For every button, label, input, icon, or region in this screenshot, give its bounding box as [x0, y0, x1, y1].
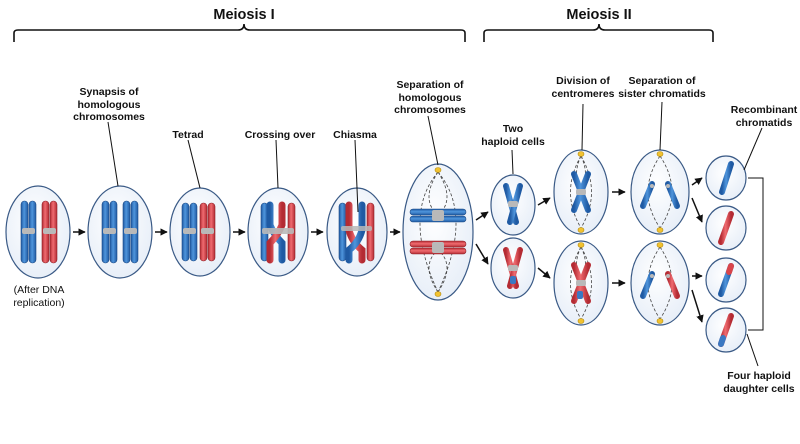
two-haploid-cells-label: Two haploid cells [481, 123, 545, 148]
separation-bottom-chromatids [640, 271, 680, 299]
daughter-chromatid-1 [719, 161, 734, 195]
synapsis-chromosomes [101, 200, 139, 264]
division-top-chromosome [571, 171, 591, 213]
synapsis-label: Synapsis of homologous chromosomes [73, 86, 145, 123]
haploid-bottom-chromosome [503, 247, 523, 289]
cell-chiasma [326, 187, 388, 277]
daughter-chromatid-4 [718, 313, 734, 347]
meiosis-1-title: Meiosis I [213, 7, 275, 23]
tetrad-chromosomes [181, 202, 216, 262]
spindle-fibers [419, 155, 673, 320]
recombinant-chromatids-label: Recombinant chromatids [730, 104, 798, 129]
meiosis-2-brace [483, 23, 714, 42]
cell-separation-top [630, 149, 690, 235]
chromosome-red [41, 200, 58, 264]
meiosis-1-brace [13, 23, 466, 42]
cell-separation-homologous [402, 163, 474, 301]
cell-initial [5, 185, 71, 279]
separation-top-chromatids [640, 181, 680, 209]
haploid-top-chromosome [503, 183, 523, 225]
crossing-over-chromosomes [260, 201, 296, 264]
daughter-chromatid-3 [718, 263, 734, 297]
cell-separation-bottom [630, 240, 690, 326]
division-bottom-chromosome [571, 262, 591, 304]
four-haploid-cells-label: Four haploid daughter cells [723, 370, 795, 395]
label-leader-lines [107, 101, 764, 367]
daughter-chromatid-2 [718, 211, 734, 245]
division-centromeres-label: Division of centromeres [551, 75, 615, 100]
chromosome-blue [20, 200, 37, 264]
separation-homologous-label: Separation of homologous chromosomes [394, 79, 466, 116]
meiosis-2-title: Meiosis II [566, 7, 632, 23]
chromosomes-layer [20, 161, 734, 347]
separation-sister-label: Separation of sister chromatids [618, 75, 706, 100]
after-dna-replication-label: (After DNA replication) [13, 284, 65, 309]
crossing-over-label: Crossing over [244, 129, 316, 141]
tetrad-label: Tetrad [172, 129, 204, 141]
cell-synapsis [87, 185, 153, 279]
separation-homologous-chromosomes [409, 208, 467, 255]
chiasma-chromosomes [338, 201, 375, 264]
spindle-poles [434, 151, 664, 324]
process-arrows [73, 177, 704, 323]
chiasma-label: Chiasma [333, 129, 377, 141]
